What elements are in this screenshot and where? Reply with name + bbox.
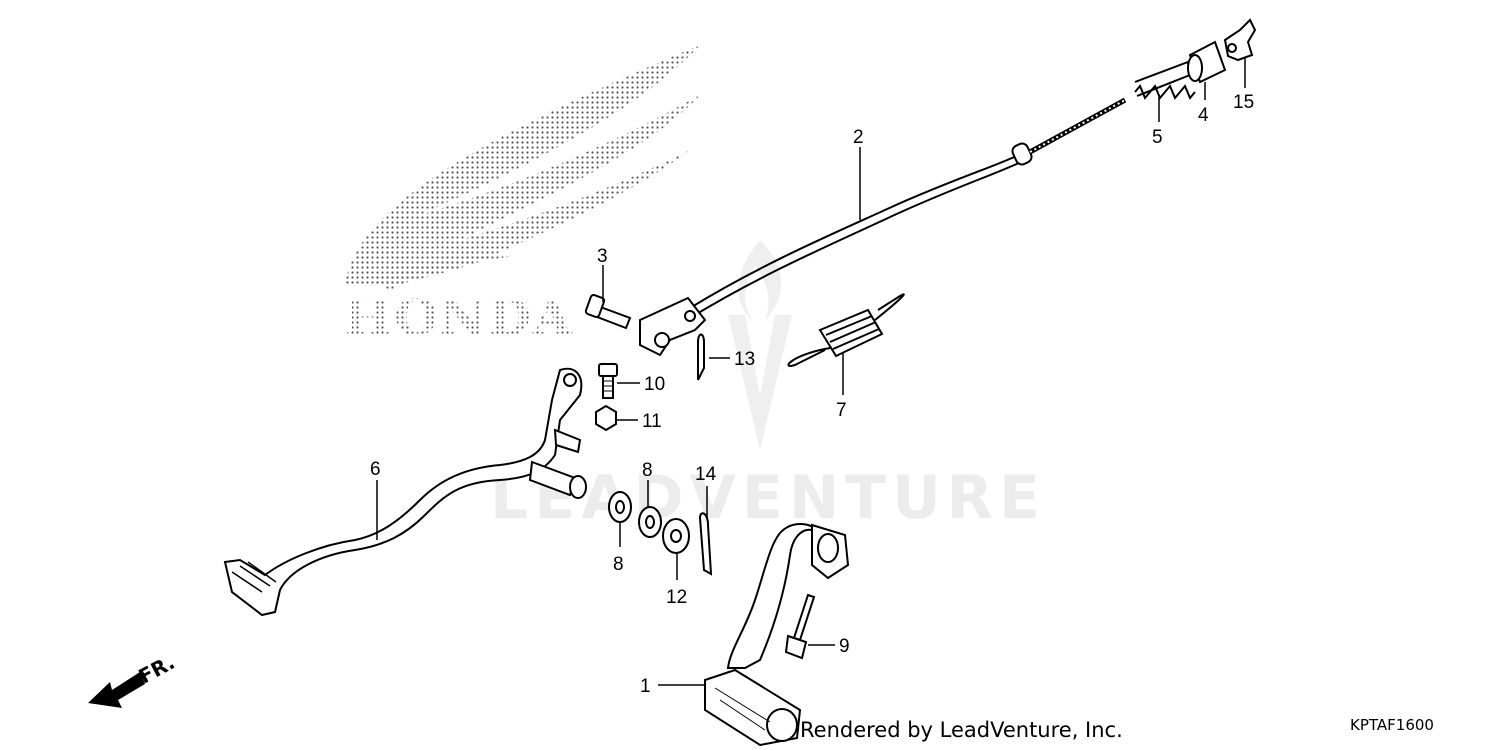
cotter-pin-13 xyxy=(697,333,705,381)
callout-14: 14 xyxy=(695,464,717,485)
bolt-10 xyxy=(598,363,618,399)
brake-pedal xyxy=(223,367,587,617)
callout-12: 12 xyxy=(666,587,687,608)
bolt-9 xyxy=(784,593,816,660)
callout-13: 13 xyxy=(734,349,755,370)
callout-7: 7 xyxy=(836,400,847,421)
honda-logo-text: HONDA xyxy=(345,288,574,347)
nut-11 xyxy=(595,404,617,432)
joint-4 xyxy=(1187,40,1227,84)
brake-rod xyxy=(639,97,1127,357)
washer-12 xyxy=(662,518,690,554)
leader-lines xyxy=(376,58,1246,686)
cotter-pin-14 xyxy=(698,512,713,576)
callout-1: 1 xyxy=(640,676,651,697)
front-direction-arrow: FR. xyxy=(88,650,179,708)
spring-5 xyxy=(1134,60,1196,100)
washer-8-lower xyxy=(638,506,662,538)
callout-3: 3 xyxy=(597,246,608,267)
callout-labels: 2 3 4 5 15 13 7 10 11 6 8 8 12 14 9 1 xyxy=(370,92,1254,697)
callout-4: 4 xyxy=(1198,105,1209,126)
diagram-code: KPTAF1600 xyxy=(1350,716,1434,734)
callout-8-lower: 8 xyxy=(613,554,624,575)
callout-8-upper: 8 xyxy=(642,460,653,481)
callout-10: 10 xyxy=(644,374,665,395)
callout-15: 15 xyxy=(1233,92,1254,113)
return-spring xyxy=(787,293,905,367)
callout-6: 6 xyxy=(370,459,381,480)
shift-pedal xyxy=(704,523,850,747)
callout-9: 9 xyxy=(839,636,850,657)
callout-2: 2 xyxy=(853,127,864,148)
rendered-by-credit: Rendered by LeadVenture, Inc. xyxy=(800,718,1123,742)
callout-5: 5 xyxy=(1152,127,1163,148)
callout-11: 11 xyxy=(642,411,662,432)
honda-wing-logo: HONDA xyxy=(345,45,700,347)
clevis-pin xyxy=(584,294,632,330)
watermark-text: LEADVENTURE xyxy=(490,463,1046,533)
adjuster-nut-15 xyxy=(1223,18,1257,62)
washer-8-upper xyxy=(608,491,632,523)
